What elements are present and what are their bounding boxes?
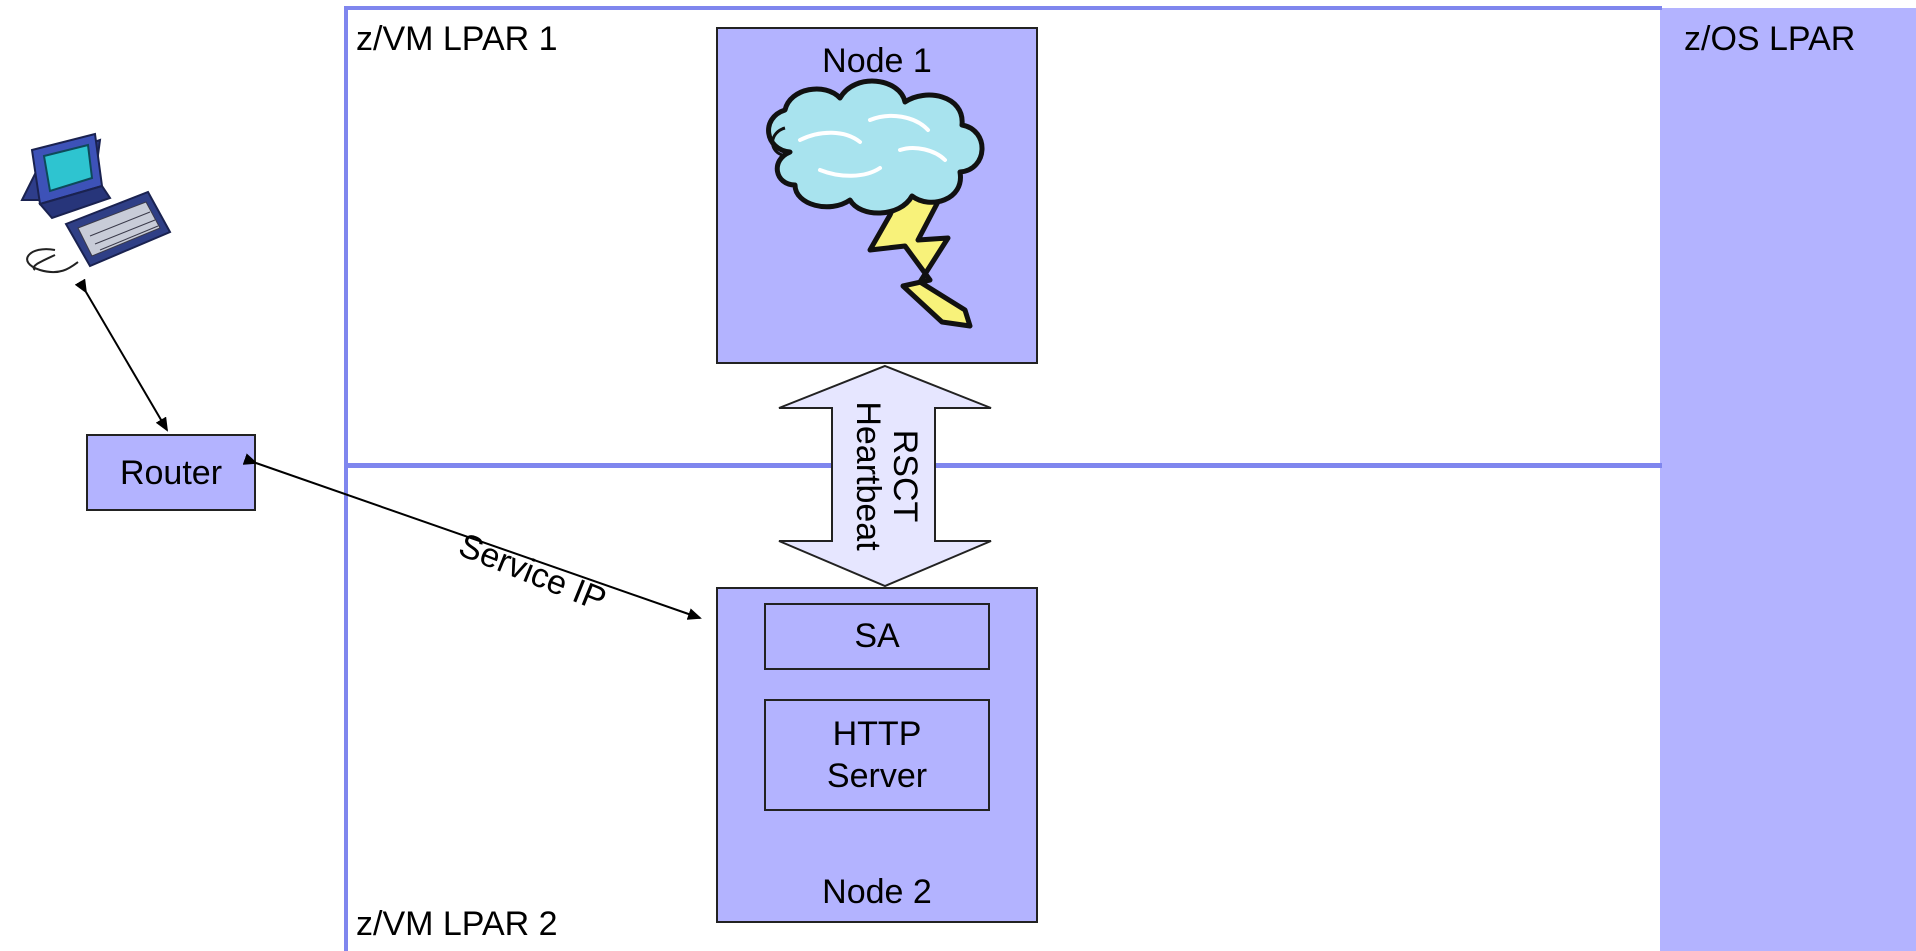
heartbeat-label-line2: Heartbeat xyxy=(848,401,887,551)
zos-lpar-label: z/OS LPAR xyxy=(1684,20,1856,58)
sa-box: SA xyxy=(764,603,990,670)
node-2-label: Node 2 xyxy=(822,873,932,911)
heartbeat-label: RSCT Heartbeat xyxy=(847,396,924,556)
desktop-computer-icon xyxy=(20,132,172,274)
sa-label: SA xyxy=(854,617,900,656)
heartbeat-label-line1: RSCT xyxy=(886,429,924,523)
node-1-label: Node 1 xyxy=(822,42,932,80)
service-ip-link xyxy=(242,453,702,620)
zvm-lpar-2-label: z/VM LPAR 2 xyxy=(356,905,558,943)
workstation-router-link xyxy=(74,278,169,432)
http-server-box: HTTP Server xyxy=(764,699,990,811)
router-box: Router xyxy=(86,434,256,511)
storm-cloud-lightning-icon xyxy=(766,78,985,329)
zos-lpar xyxy=(1660,8,1916,951)
zvm-lpar-1-label: z/VM LPAR 1 xyxy=(356,20,558,58)
http-server-label-line2: Server xyxy=(826,757,928,795)
http-server-label-line1: HTTP xyxy=(832,714,922,753)
router-label: Router xyxy=(119,453,223,492)
zvm-lpar-2 xyxy=(344,463,1662,951)
zvm-lpar-1 xyxy=(344,6,1662,467)
heartbeat-arrow xyxy=(778,364,992,588)
